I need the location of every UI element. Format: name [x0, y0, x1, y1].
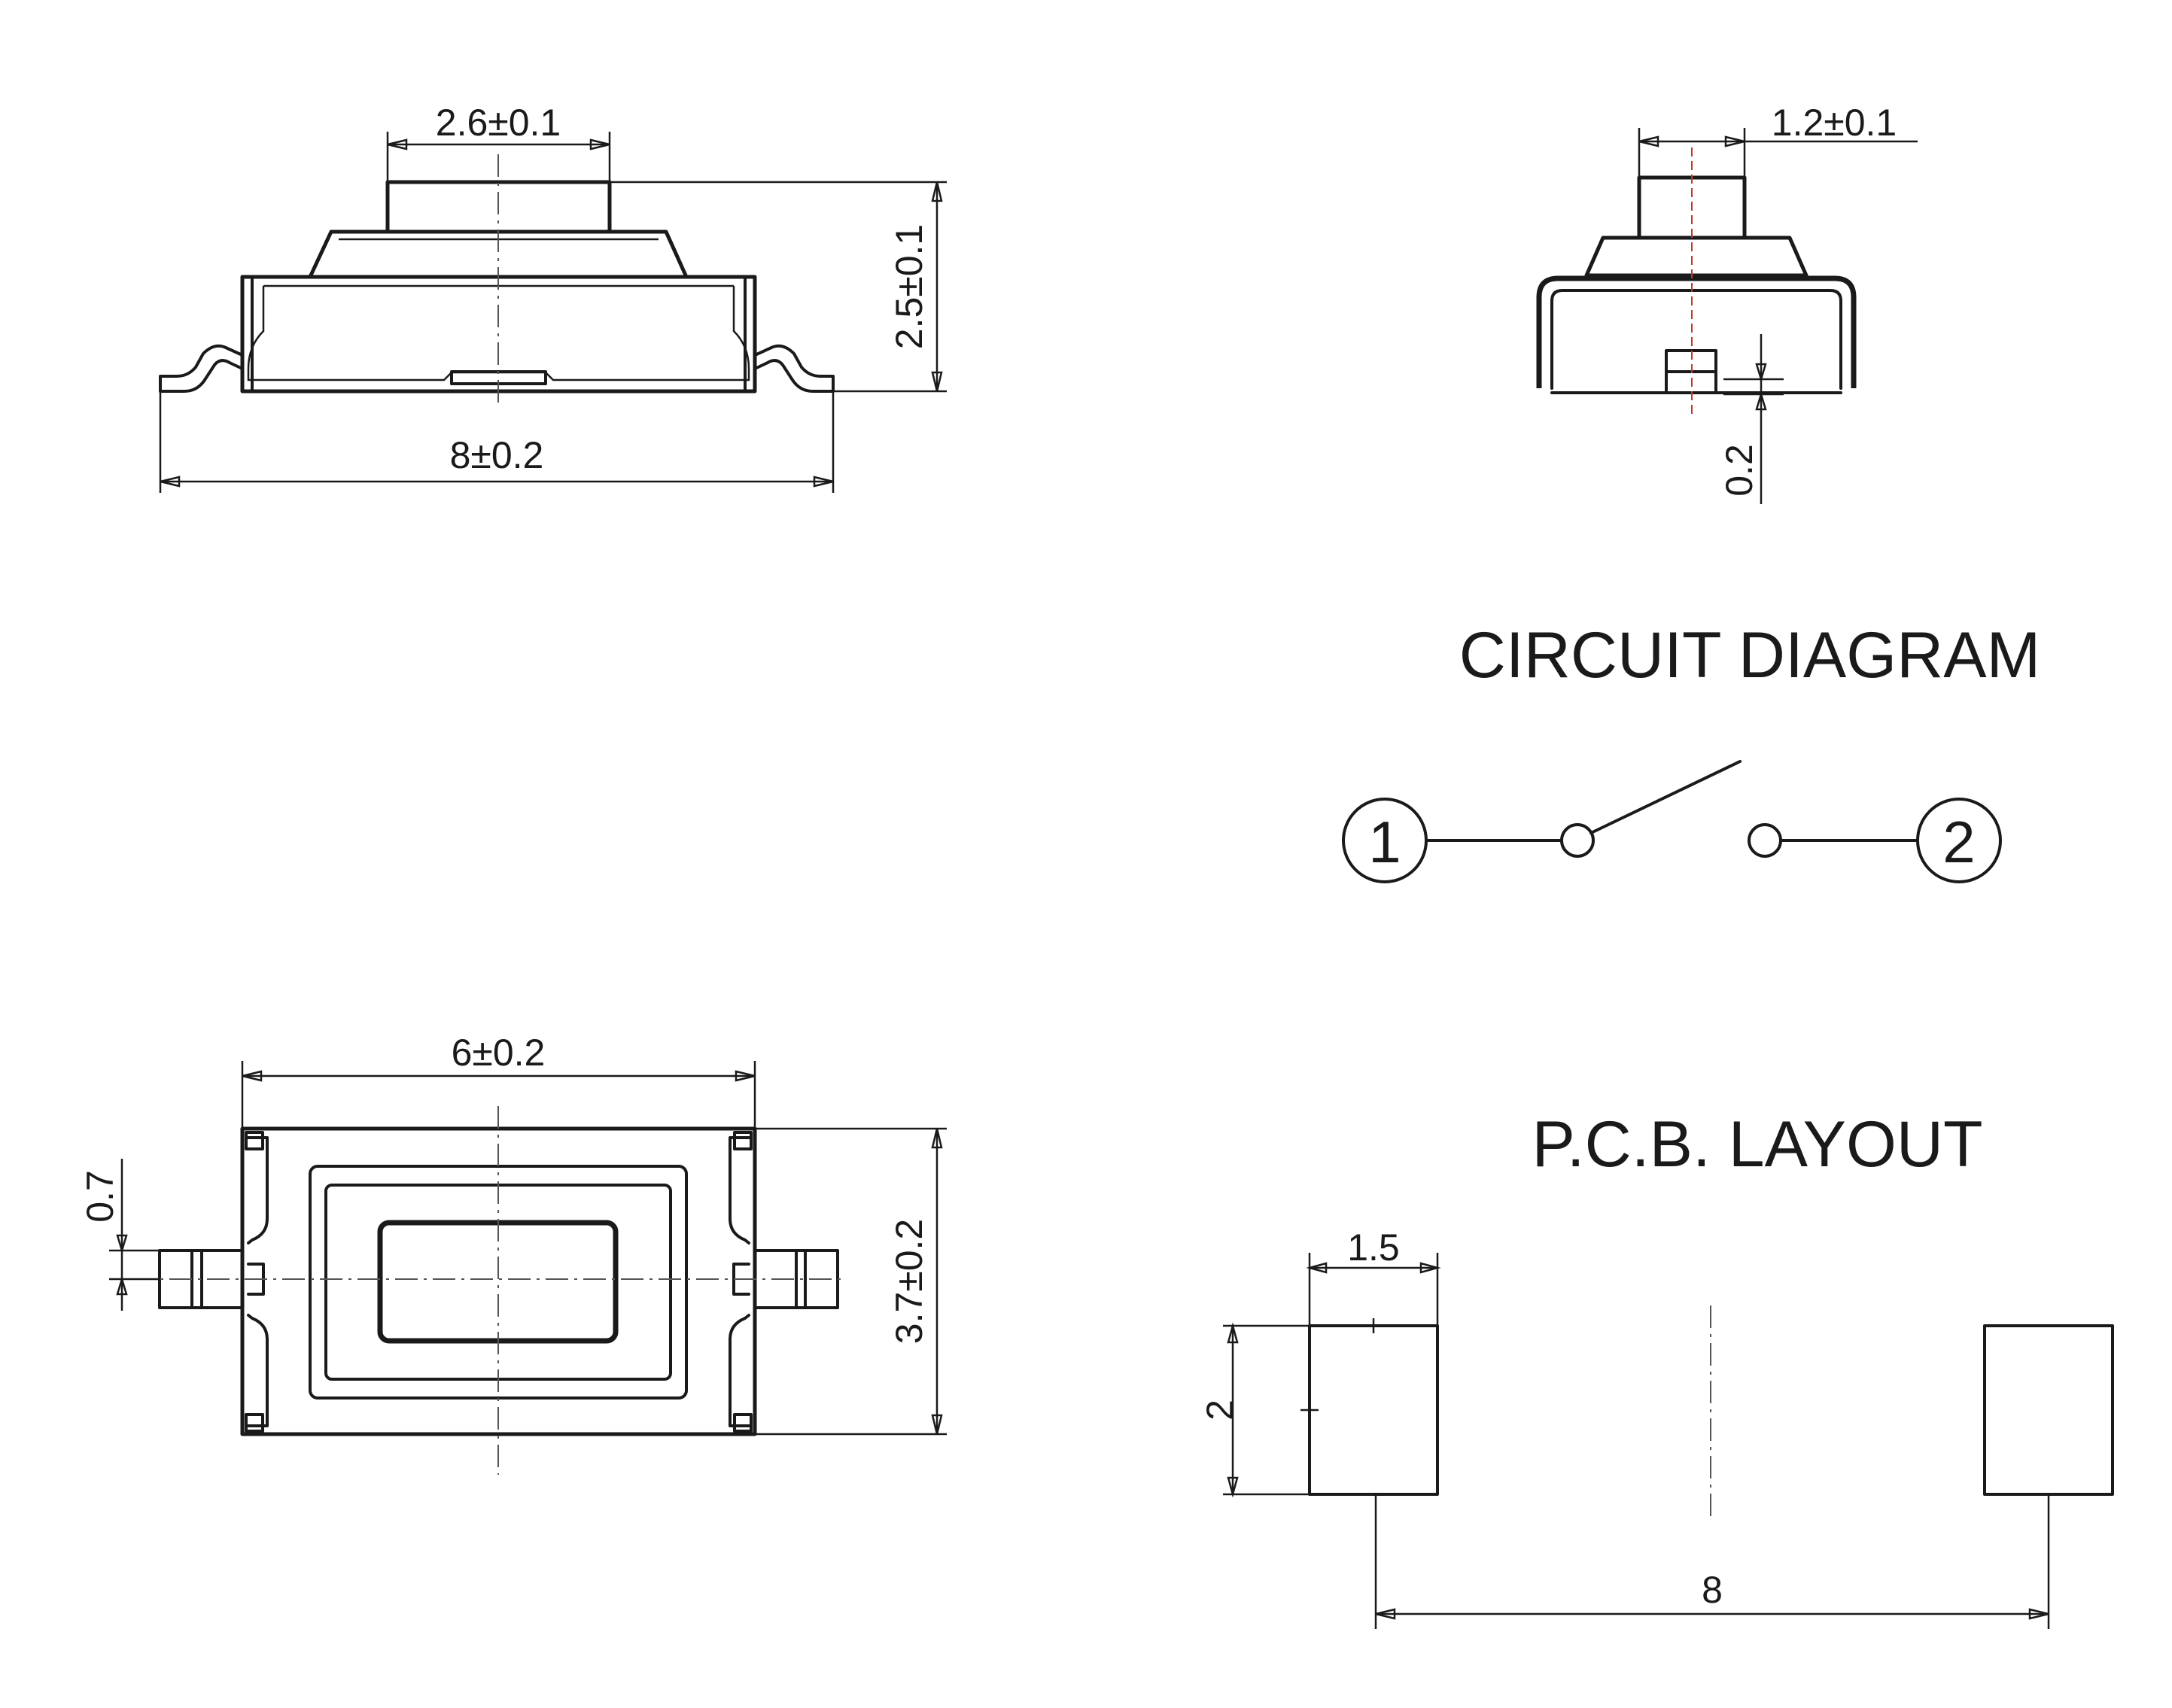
side-left-terminal: [159, 344, 244, 393]
pcb-pad-right: [1983, 1324, 2114, 1496]
dim-body-width: 3.7±0.2: [888, 1219, 930, 1344]
switch-blade: [1589, 760, 1742, 834]
dim-pad-pitch: 8: [1702, 1569, 1723, 1611]
end-view: 1.2±0.1 0.2: [1536, 102, 1918, 504]
dim-terminal-offset: 0.2: [1718, 444, 1760, 497]
dim-terminal-width: 0.7: [79, 1170, 121, 1223]
dim-end-actuator-width: 1.2±0.1: [1772, 102, 1897, 144]
terminal-1-label: 1: [1368, 809, 1401, 875]
dim-overall-length: 8±0.2: [450, 434, 544, 476]
pcb-pad-left: [1308, 1324, 1439, 1496]
side-right-terminal: [753, 344, 835, 393]
end-frame: [1536, 275, 1857, 388]
switch-contact-left: [1560, 823, 1595, 858]
circuit-title: CIRCUIT DIAGRAM: [1459, 619, 2040, 691]
pcb-layout: P.C.B. LAYOUT 1.5 2 8: [1199, 1108, 2114, 1629]
side-view: 2.6±0.1 2.5±0.1 8±0.2: [159, 102, 947, 493]
circuit-diagram: CIRCUIT DIAGRAM 1 2: [1342, 619, 2040, 883]
terminal-2-symbol: [1916, 798, 2002, 883]
end-cover: [1584, 236, 1808, 278]
dim-body-length: 6±0.2: [452, 1032, 546, 1074]
dim-pad-height: 2: [1199, 1400, 1241, 1421]
dim-overall-height: 2.5±0.1: [888, 224, 930, 349]
dim-pad-width: 1.5: [1347, 1226, 1400, 1269]
dim-actuator-width: 2.6±0.1: [436, 102, 561, 144]
switch-contact-right: [1748, 823, 1782, 858]
top-view: 6±0.2 3.7±0.2 0.7: [79, 1032, 947, 1475]
terminal-2-label: 2: [1942, 809, 1975, 875]
pcb-title: P.C.B. LAYOUT: [1532, 1108, 1982, 1181]
